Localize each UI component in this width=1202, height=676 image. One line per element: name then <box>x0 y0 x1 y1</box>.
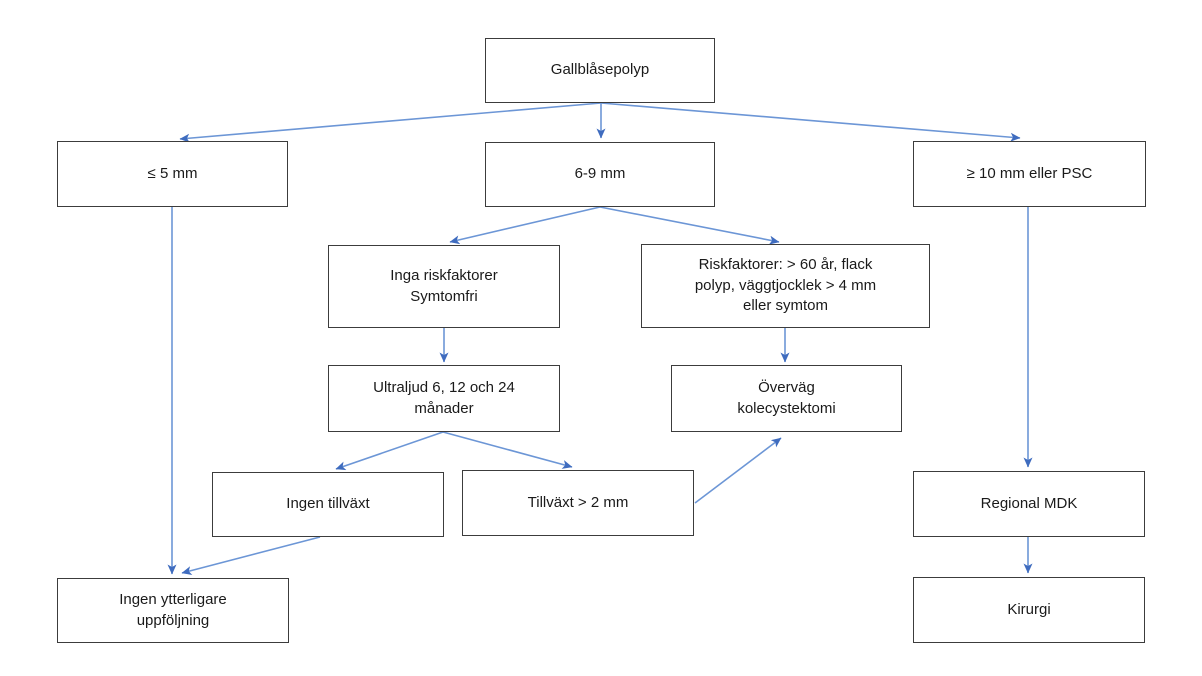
edge-no-growth-no-followup <box>181 536 321 575</box>
node-gallblasepolyp: Gallblåsepolyp <box>485 38 715 103</box>
edge-ultrasound-no-growth <box>335 431 444 471</box>
node-inga-riskfaktorer: Inga riskfaktorer Symtomfri <box>328 245 560 328</box>
edge-growth-consider <box>694 437 782 504</box>
node-kirurgi: Kirurgi <box>913 577 1145 643</box>
node-ultraljud: Ultraljud 6, 12 och 24 månader <box>328 365 560 432</box>
node-ingen-ytterligare: Ingen ytterligare uppföljning <box>57 578 289 643</box>
node-tillvaxt-over-2mm: Tillväxt > 2 mm <box>462 470 694 536</box>
node-under-5mm: ≤ 5 mm <box>57 141 288 207</box>
edge-medium-risk <box>599 206 780 245</box>
edge-root-small <box>179 102 602 143</box>
node-riskfaktorer: Riskfaktorer: > 60 år, flack polyp, vägg… <box>641 244 930 328</box>
node-ingen-tillvaxt: Ingen tillväxt <box>212 472 444 537</box>
node-regional-mdk: Regional MDK <box>913 471 1145 537</box>
edge-medium-no-risk <box>449 206 601 245</box>
node-6-9mm: 6-9 mm <box>485 142 715 207</box>
edge-root-large <box>600 102 1021 142</box>
node-overvag-kolecystektomi: Överväg kolecystektomi <box>671 365 902 432</box>
edge-ultrasound-growth <box>442 431 573 469</box>
node-over-10mm-psc: ≥ 10 mm eller PSC <box>913 141 1146 207</box>
